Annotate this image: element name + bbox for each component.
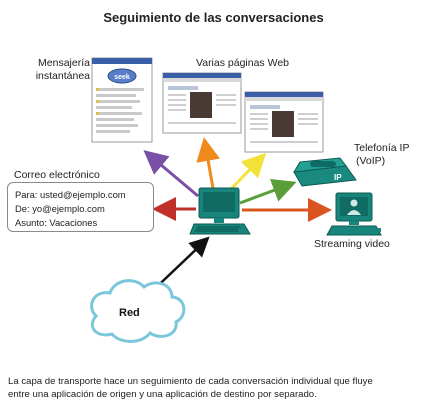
arrow-to-web-2 xyxy=(228,152,267,192)
web-page-thumbnail-1 xyxy=(162,72,242,134)
voip-phone-icon: IP xyxy=(293,157,357,187)
central-computer-icon xyxy=(189,187,251,235)
caption-line-2: entre una aplicación de origen y una apl… xyxy=(8,388,317,400)
label-voip-line1: Telefonía IP xyxy=(354,142,410,154)
caption-line-1: La capa de transporte hace un seguimient… xyxy=(8,376,373,387)
web-page-thumbnail-2 xyxy=(244,91,324,153)
voip-badge: IP xyxy=(334,173,342,182)
label-email: Correo electrónico xyxy=(14,169,100,181)
label-im-line2: instantánea xyxy=(35,70,90,82)
email-message-box: Para: usted@ejemplo.com De: yo@ejemplo.c… xyxy=(7,182,154,232)
network-cloud-label: Red xyxy=(119,307,140,319)
streaming-computer-icon xyxy=(326,192,382,236)
arrow-to-voip xyxy=(239,179,297,205)
arrow-to-web-1 xyxy=(196,137,220,189)
email-to-line: Para: usted@ejemplo.com xyxy=(15,189,126,200)
label-streaming: Streaming video xyxy=(314,238,390,250)
email-from-line: De: yo@ejemplo.com xyxy=(15,203,105,214)
im-window-thumbnail: seek xyxy=(91,57,153,143)
network-cloud-icon xyxy=(90,279,186,343)
caption: La capa de transporte hace un seguimient… xyxy=(8,376,420,401)
label-web-pages: Varias páginas Web xyxy=(196,57,289,69)
email-subject-line: Asunto: Vacaciones xyxy=(15,217,98,228)
diagram-title: Seguimiento de las conversaciones xyxy=(103,10,324,25)
im-logo-text: seek xyxy=(114,74,130,81)
label-voip-line2: (VoIP) xyxy=(356,155,386,167)
arrow-to-im xyxy=(143,150,199,198)
label-im-line1: Mensajería xyxy=(38,57,90,69)
